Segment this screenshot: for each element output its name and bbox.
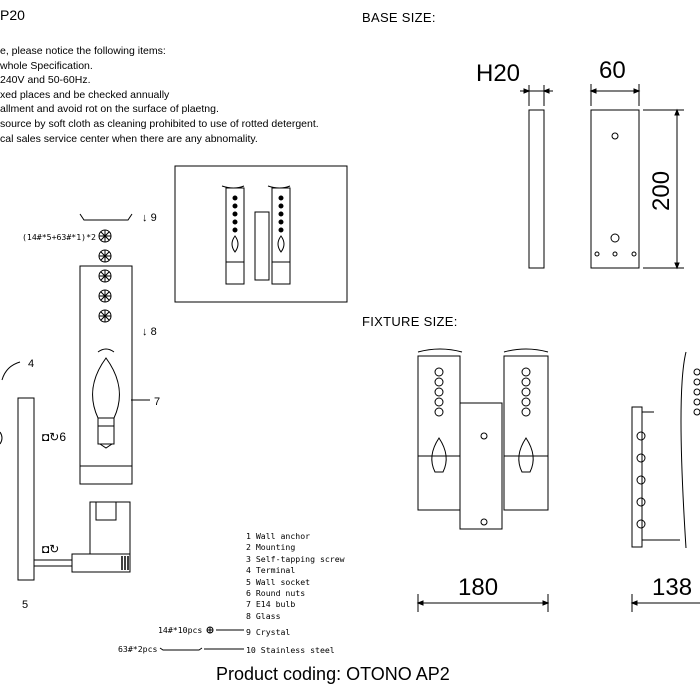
callout-9: ↓ 9 [142, 212, 157, 224]
parts-list: 1 Wall anchor 2 Mounting 3 Self-tapping … [246, 531, 345, 622]
screw-icon: ◘↻ [42, 542, 60, 556]
fixture-size-heading: FIXTURE SIZE: [362, 314, 458, 329]
note-line: cal sales service center when there are … [0, 132, 258, 145]
fixture-depth-label: 138 [652, 574, 693, 601]
fixture-width-label: 180 [458, 574, 499, 601]
part-item: 8 Glass [246, 610, 281, 621]
base-width-label: 60 [599, 57, 626, 84]
note-line: xed places and be checked annually [0, 88, 170, 101]
part-item: 5 Wall socket [246, 576, 311, 587]
callout-8-num: 8 [150, 326, 157, 338]
note-line: whole Specification. [0, 59, 93, 72]
callout-7: 7 [154, 396, 161, 408]
framed-preview [174, 165, 348, 303]
callout-6: ◘↻6 [42, 430, 66, 444]
callout-4: 4 [28, 358, 35, 370]
part-item: 2 Mounting [246, 542, 296, 553]
fixture-front-view [416, 348, 550, 612]
callout-6-num: 6 [59, 430, 66, 444]
base-depth-label: H20 [476, 60, 521, 87]
accessory-qty-crystal: 14#*10pcs [158, 625, 203, 635]
note-line: allment and avoid rot on the surface of … [0, 103, 219, 116]
base-side-view [520, 85, 553, 269]
note-line: 240V and 50-60Hz. [0, 74, 91, 87]
accessory-leaders [159, 626, 244, 651]
exploded-view [0, 213, 150, 581]
product-coding: Product coding: OTONO AP2 [216, 664, 450, 684]
base-size-heading: BASE SIZE: [362, 10, 436, 25]
model-title: P20 [0, 7, 25, 23]
part-item: 6 Round nuts [246, 588, 306, 599]
part-item: 4 Terminal [246, 565, 296, 576]
base-front-view [589, 84, 684, 270]
callout-5: 5 [22, 599, 29, 611]
part-item: 3 Self-tapping screw [246, 553, 345, 564]
callout-9-num: 9 [150, 212, 157, 224]
note-line: e, please notice the following items: [0, 45, 166, 57]
accessory-qty-steel: 63#*2pcs [118, 644, 158, 654]
part-item: 1 Wall anchor [246, 531, 311, 541]
notes-list: e, please notice the following items: wh… [0, 44, 319, 146]
accessory-label-crystal: 9 Crystal [246, 627, 291, 637]
callout-8: ↓ 8 [142, 326, 157, 338]
note-line: source by soft cloth as cleaning prohibi… [0, 117, 319, 130]
accessory-label-steel: 10 Stainless steel [246, 645, 335, 655]
part-item: 7 E14 bulb [246, 599, 296, 610]
fixture-side-view [630, 351, 700, 612]
crystal-formula: (14#*5+63#*1)*2 [22, 232, 96, 242]
